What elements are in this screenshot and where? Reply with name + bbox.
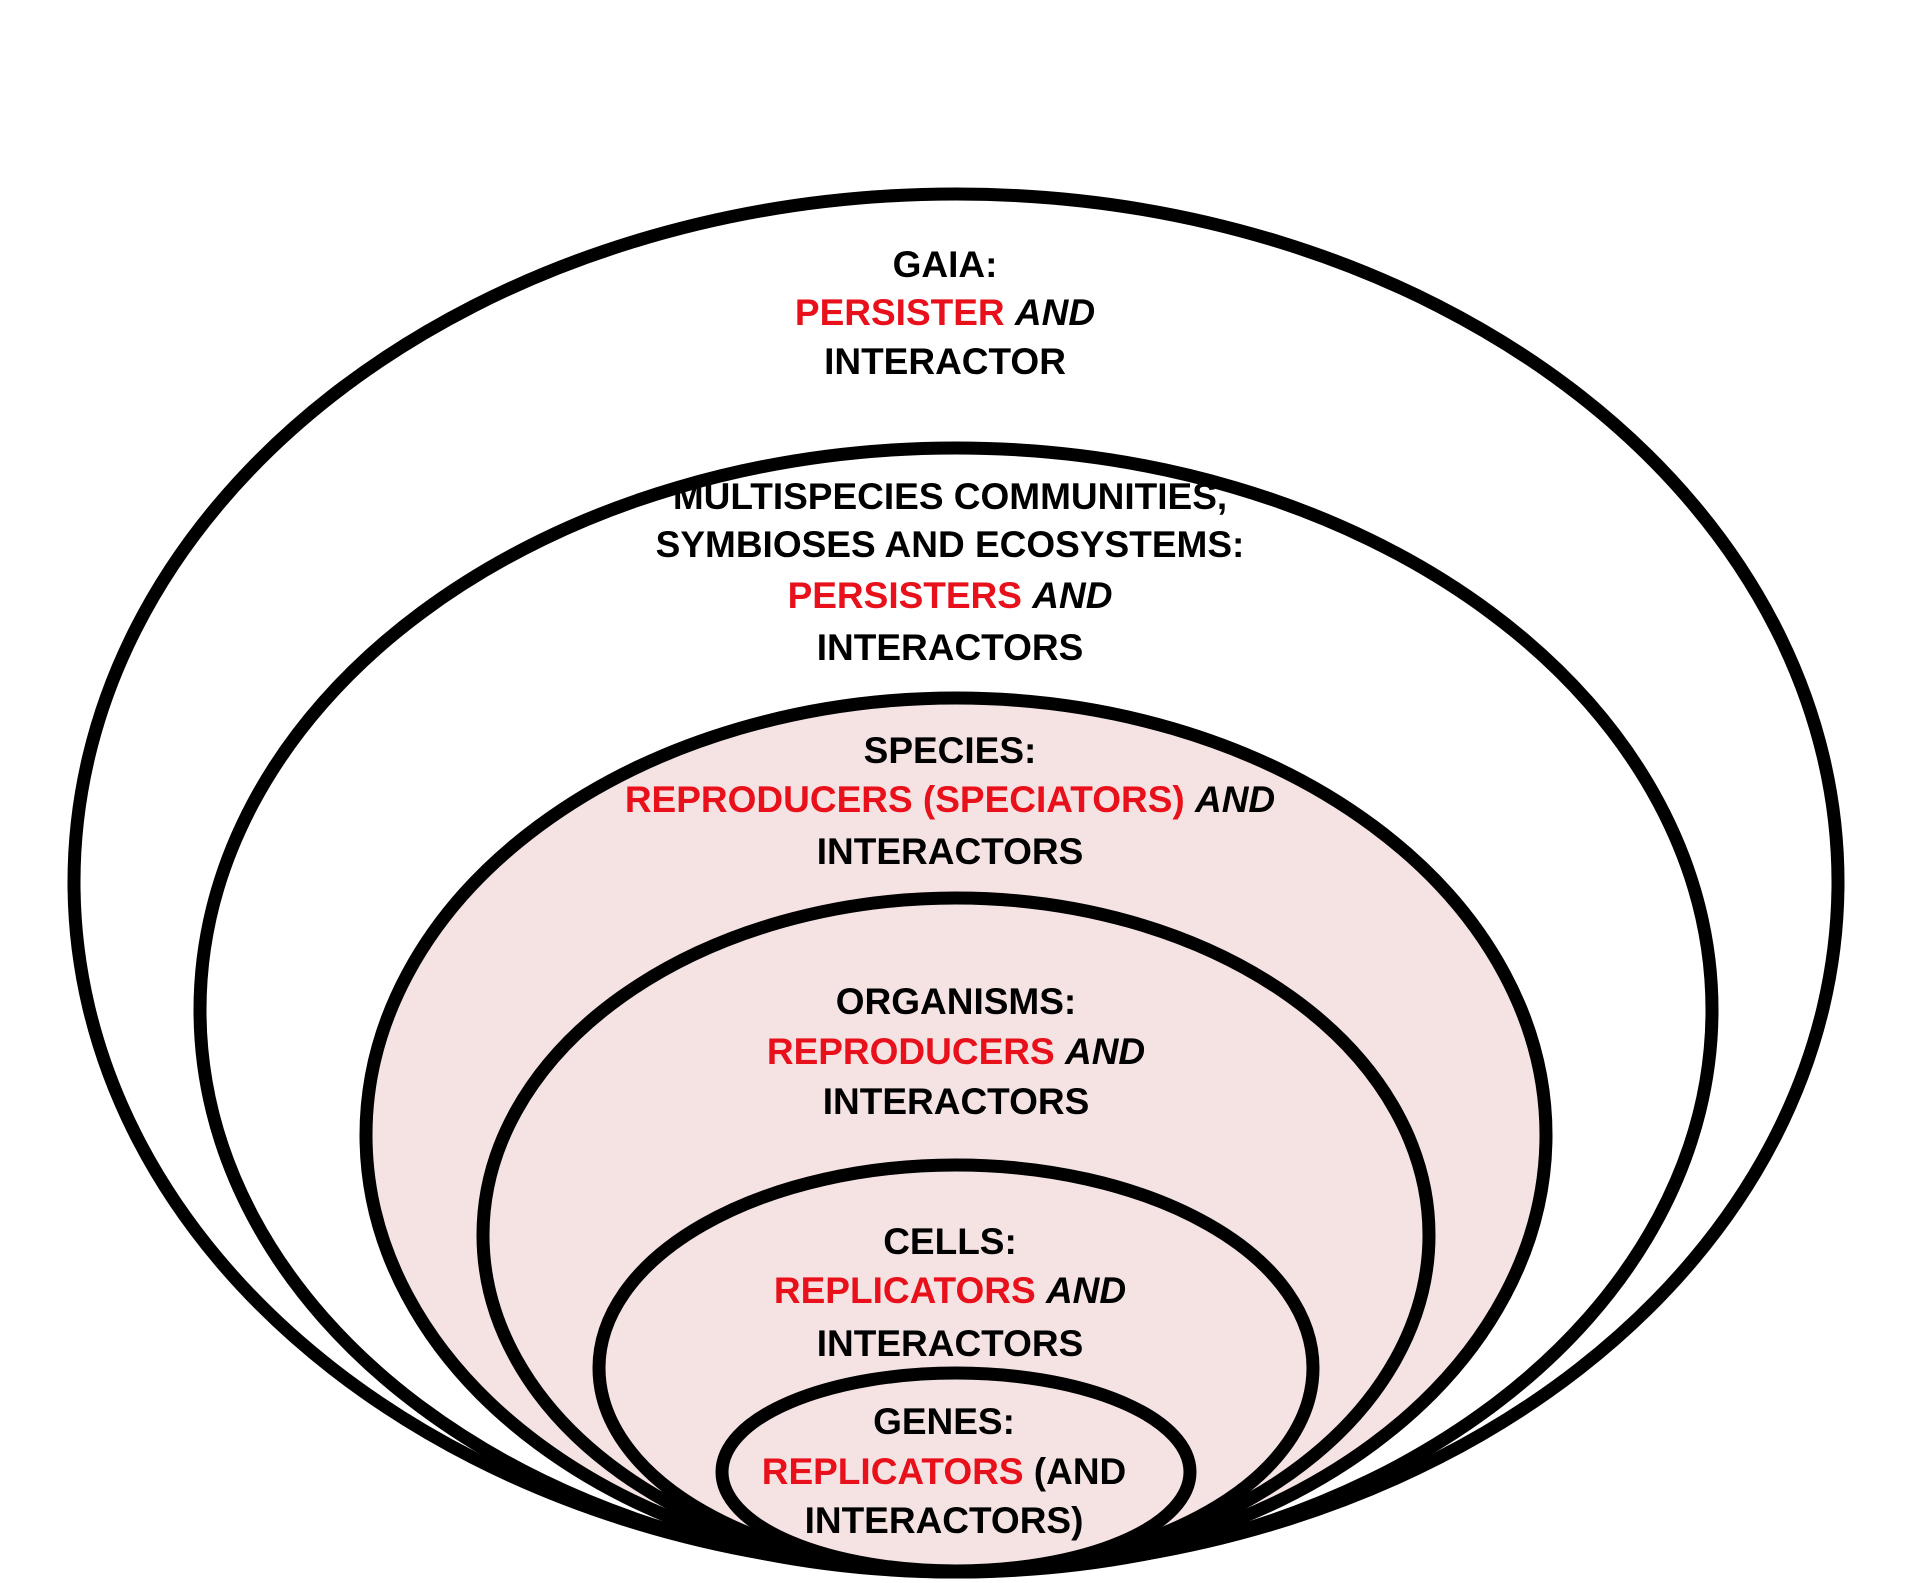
species-connector: AND — [1194, 779, 1275, 820]
cells-connector: AND — [1045, 1270, 1126, 1311]
gaia-role-line: PERSISTER AND — [795, 292, 1095, 333]
species-tail: INTERACTORS — [817, 831, 1084, 872]
gaia-tail: INTERACTOR — [824, 341, 1066, 382]
organisms-connector: AND — [1064, 1031, 1145, 1072]
species-label: SPECIES: REPRODUCERS (SPECIATORS) AND IN… — [625, 730, 1275, 872]
organisms-label: ORGANISMS: REPRODUCERS AND INTERACTORS — [767, 981, 1145, 1122]
organisms-tail: INTERACTORS — [823, 1081, 1090, 1122]
species-title: SPECIES: — [864, 730, 1037, 771]
organisms-role: REPRODUCERS — [767, 1031, 1055, 1072]
species-role-line: REPRODUCERS (SPECIATORS) AND — [625, 779, 1275, 820]
gaia-role: PERSISTER — [795, 292, 1005, 333]
genes-label: GENES: REPLICATORS (AND INTERACTORS) — [762, 1401, 1127, 1541]
communities-title-line1: MULTISPECIES COMMUNITIES, — [673, 476, 1227, 517]
genes-title: GENES: — [873, 1401, 1015, 1442]
cells-label: CELLS: REPLICATORS AND INTERACTORS — [774, 1221, 1126, 1364]
gaia-label: GAIA: PERSISTER AND INTERACTOR — [795, 244, 1095, 382]
communities-label: MULTISPECIES COMMUNITIES, SYMBIOSES AND … — [656, 476, 1245, 668]
cells-role: REPLICATORS — [774, 1270, 1036, 1311]
cells-title: CELLS: — [883, 1221, 1017, 1262]
communities-role-line: PERSISTERS AND — [788, 575, 1113, 616]
organisms-role-line: REPRODUCERS AND — [767, 1031, 1145, 1072]
communities-role: PERSISTERS — [788, 575, 1022, 616]
communities-connector: AND — [1031, 575, 1112, 616]
genes-connector: (AND — [1034, 1451, 1126, 1492]
gaia-connector: AND — [1014, 292, 1095, 333]
cells-tail: INTERACTORS — [817, 1323, 1084, 1364]
communities-tail: INTERACTORS — [817, 627, 1084, 668]
organisms-title: ORGANISMS: — [836, 981, 1077, 1022]
genes-role: REPLICATORS — [762, 1451, 1024, 1492]
genes-role-line: REPLICATORS (AND — [762, 1451, 1127, 1492]
genes-ellipse — [715, 1366, 1197, 1578]
communities-title-line2: SYMBIOSES AND ECOSYSTEMS: — [656, 524, 1245, 565]
species-role: REPRODUCERS (SPECIATORS) — [625, 779, 1185, 820]
gaia-title: GAIA: — [893, 244, 998, 285]
genes-tail: INTERACTORS) — [805, 1500, 1084, 1541]
cells-role-line: REPLICATORS AND — [774, 1270, 1126, 1311]
